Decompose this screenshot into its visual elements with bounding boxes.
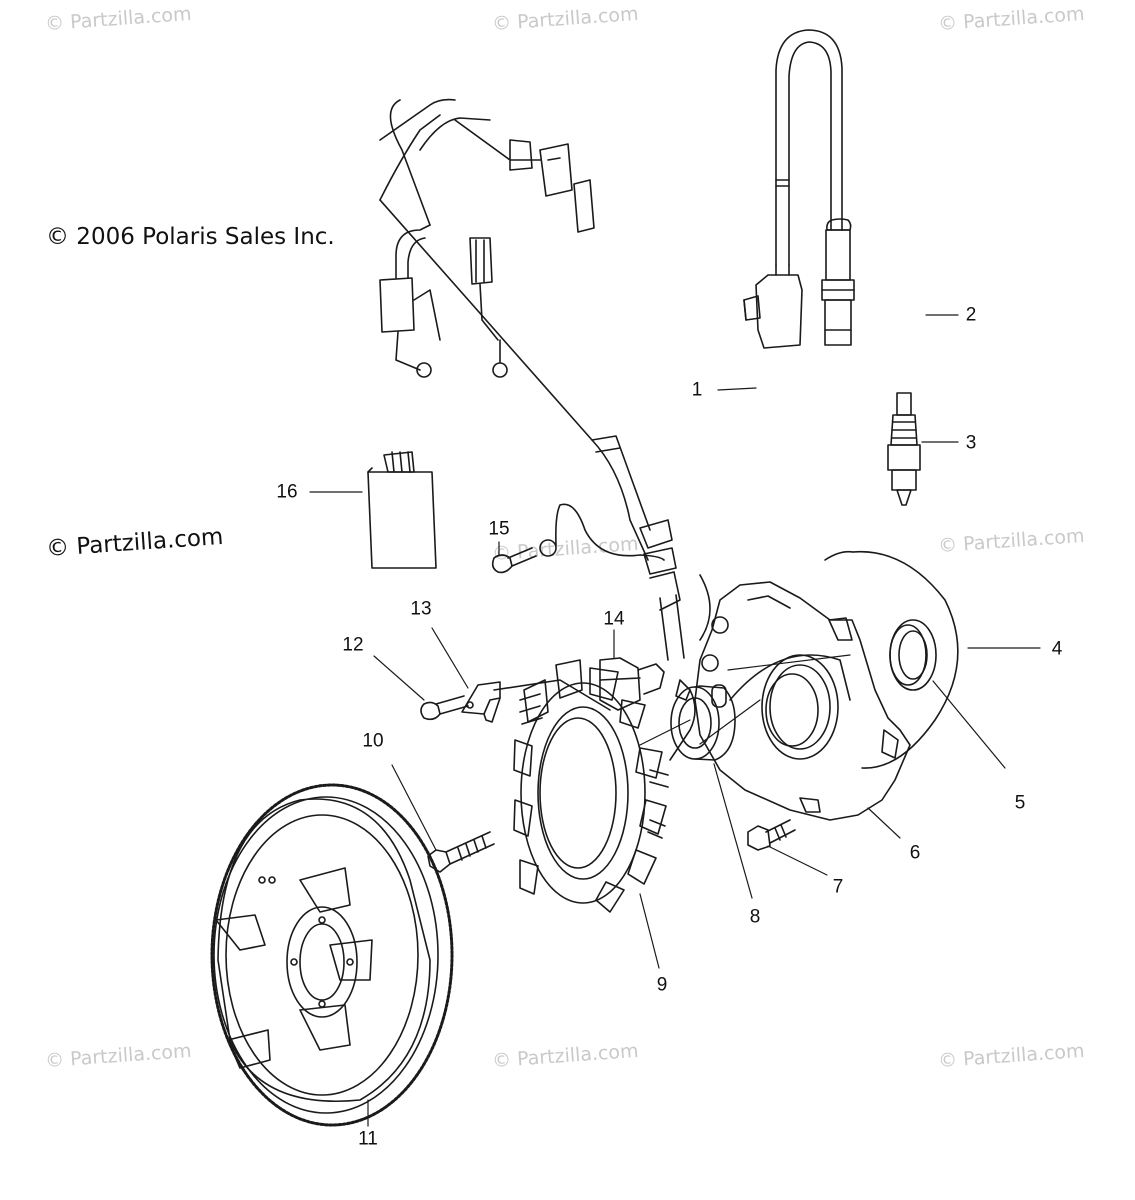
stator-part: [513, 659, 669, 913]
callout-11: 11: [358, 1128, 378, 1150]
spark-plug-part: [887, 392, 921, 506]
cdi-box-part: [367, 98, 681, 611]
callout-10: 10: [362, 730, 384, 752]
leader-lines: [309, 314, 1041, 1127]
ignition-coil-part: [743, 29, 843, 349]
callout-6: 6: [909, 842, 921, 864]
callout-15: 15: [488, 518, 510, 540]
oil-seal-part: [889, 619, 937, 691]
pickup-sensor-part: [599, 574, 711, 761]
callout-4: 4: [1051, 638, 1063, 660]
callout-2: 2: [965, 304, 977, 326]
callout-14: 14: [603, 608, 625, 630]
ground-screw-part: [491, 503, 665, 574]
callout-16: 16: [276, 481, 298, 503]
bearing-part: [670, 685, 736, 761]
copyright-notice: © 2006 Polaris Sales Inc.: [46, 224, 335, 250]
stator-plate-part: [694, 581, 911, 821]
callout-13: 13: [410, 598, 432, 620]
bracket-part: [461, 679, 611, 723]
callout-9: 9: [656, 974, 668, 996]
callout-3: 3: [965, 432, 977, 454]
stator-bolt-part: [427, 831, 495, 873]
callout-12: 12: [342, 634, 364, 656]
spark-plug-cap-part: [821, 218, 855, 346]
callout-7: 7: [832, 876, 844, 898]
screw-part: [420, 695, 469, 721]
callout-5: 5: [1014, 792, 1026, 814]
callout-1: 1: [691, 379, 703, 401]
flywheel-part: [210, 783, 454, 1127]
gasket-part: [824, 550, 959, 769]
callout-8: 8: [749, 906, 761, 928]
bolt-part: [747, 819, 796, 851]
